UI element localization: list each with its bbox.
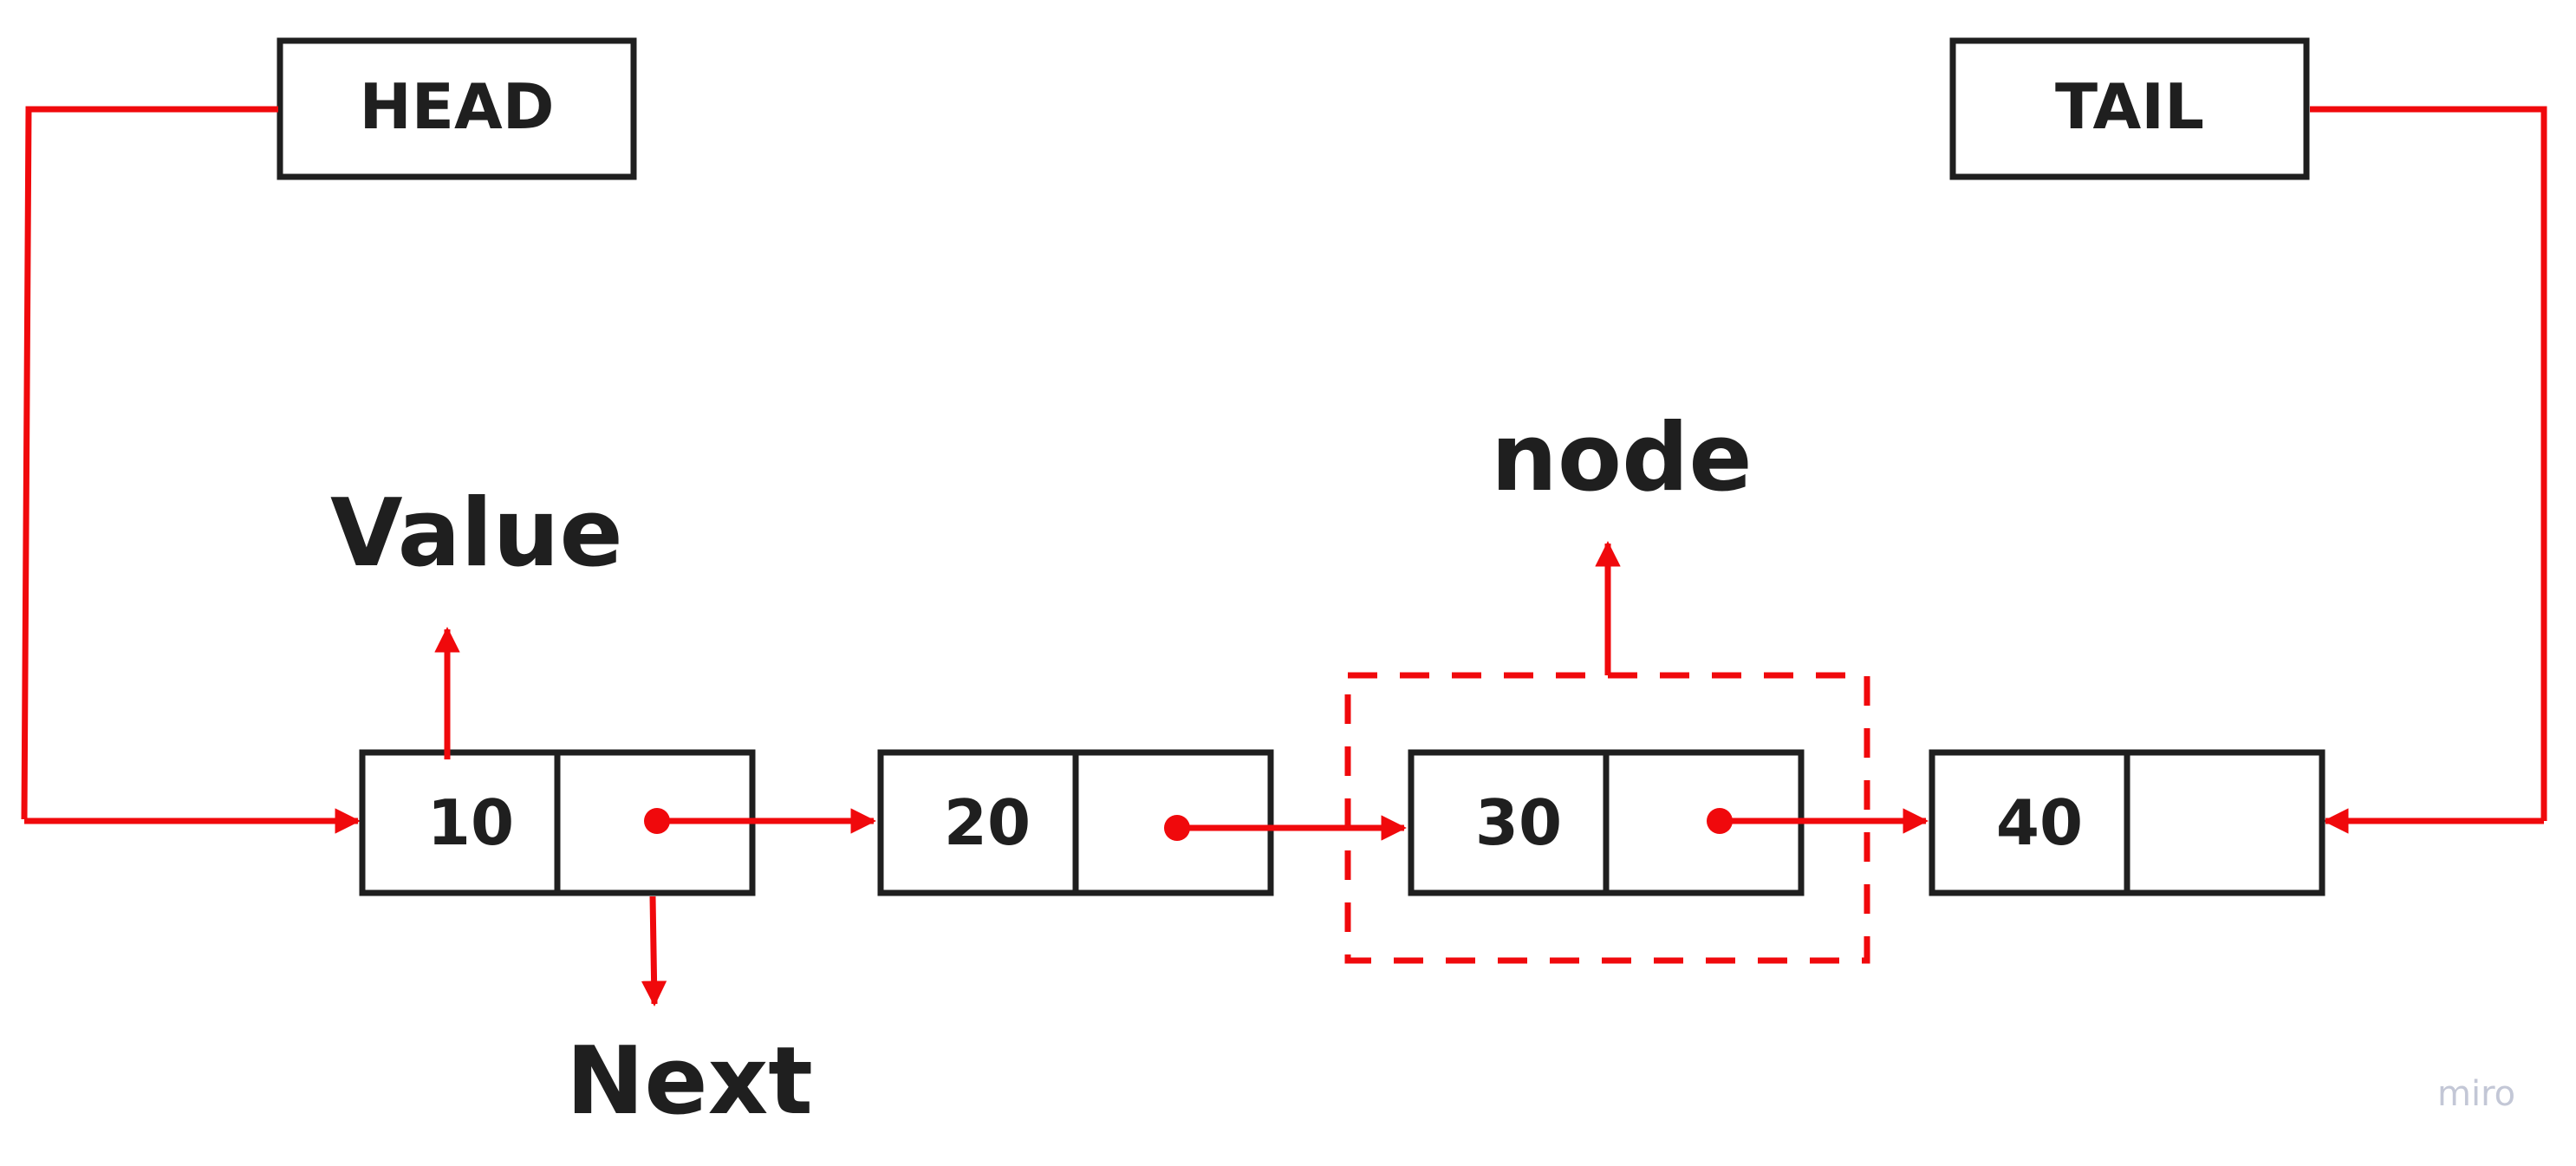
value-annotation: Value bbox=[330, 479, 623, 588]
node-highlight-box bbox=[1344, 672, 1870, 964]
next-pointer-dot bbox=[1707, 808, 1733, 834]
tail-box bbox=[1949, 37, 2310, 180]
next-annotation: Next bbox=[566, 1027, 813, 1136]
node-value: 40 bbox=[1996, 786, 2083, 859]
head-connector bbox=[21, 106, 278, 820]
head-box bbox=[276, 37, 637, 180]
list-node-2: 20 bbox=[877, 749, 1274, 896]
next-pointer-dot bbox=[1164, 815, 1190, 841]
miro-watermark: miro bbox=[2437, 1074, 2515, 1114]
next-pointer-dot bbox=[644, 808, 670, 834]
node-value: 30 bbox=[1475, 786, 1562, 859]
next-pointer-arrow bbox=[641, 896, 667, 1006]
tail-pointer: TAIL bbox=[1949, 37, 2310, 180]
node-annotation: node bbox=[1491, 404, 1753, 512]
list-node-4: 40 bbox=[1929, 749, 2326, 896]
node-value: 20 bbox=[944, 786, 1031, 859]
node-value: 10 bbox=[427, 786, 514, 859]
head-label: HEAD bbox=[360, 70, 555, 143]
tail-label: TAIL bbox=[2055, 70, 2204, 143]
tail-connector bbox=[2310, 106, 2547, 821]
head-pointer: HEAD bbox=[276, 37, 637, 180]
